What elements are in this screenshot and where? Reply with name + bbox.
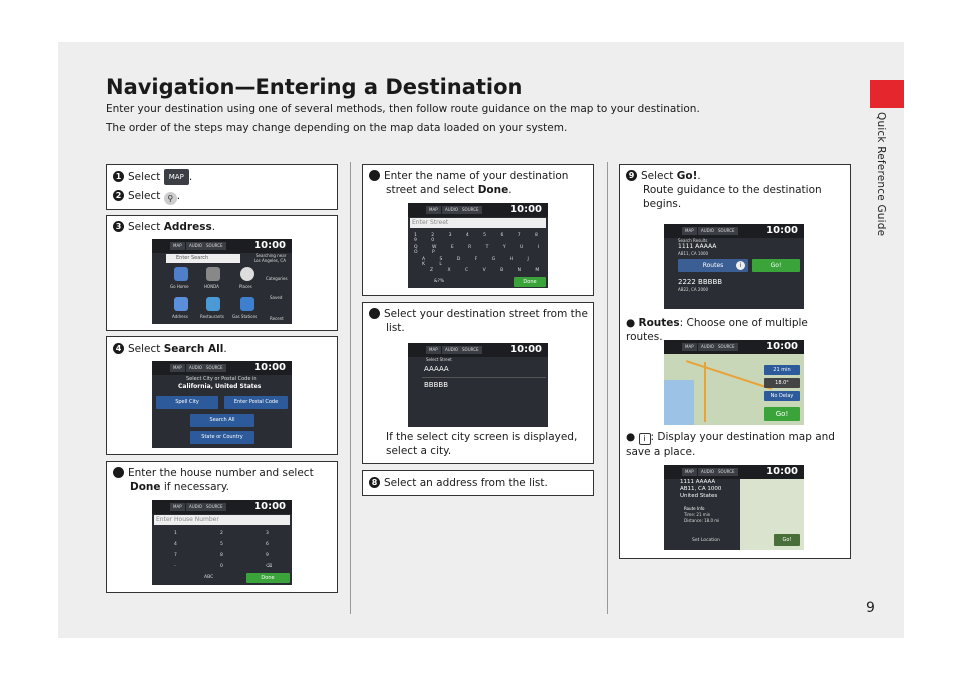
column-divider	[607, 162, 608, 614]
search-icon: ⚲	[163, 192, 177, 205]
go-button[interactable]: Go!	[764, 407, 800, 421]
section-tab	[870, 80, 904, 108]
done-button[interactable]: Done	[246, 573, 290, 583]
step-8-box	[362, 470, 594, 496]
side-label: Quick Reference Guide	[875, 112, 887, 237]
intro-line-1: Enter your destination using one of seve…	[106, 103, 700, 115]
step-7-note: If the select city screen is displayed, …	[386, 431, 578, 457]
bullet-routes: ● Routes: Choose one of multiple routes.	[626, 317, 808, 343]
go-button[interactable]: Go!	[774, 534, 800, 546]
intro-line-2: The order of the steps may change depend…	[106, 122, 568, 134]
step-badge: 1	[113, 171, 124, 182]
step-1-2-box	[106, 164, 338, 210]
page-number: 9	[866, 600, 875, 616]
info-icon[interactable]: i	[736, 261, 745, 270]
step-badge: 2	[113, 190, 124, 201]
spell-city-button[interactable]: Spell City	[156, 396, 218, 409]
info-icon: i	[638, 433, 651, 445]
set-location-button[interactable]: Set Location	[692, 538, 720, 543]
go-button[interactable]: Go!	[752, 259, 800, 272]
state-country-button[interactable]: State or Country	[190, 431, 254, 444]
search-all-button[interactable]: Search All	[190, 414, 254, 427]
done-button[interactable]: Done	[514, 277, 546, 287]
page-title: Navigation—Entering a Destination	[106, 75, 523, 99]
bullet-info: ● i: Display your destination map and sa…	[626, 431, 835, 458]
list-item[interactable]: BBBBB	[424, 381, 449, 389]
map-button: MAP	[163, 169, 189, 185]
routes-button[interactable]: Routes	[678, 259, 748, 272]
list-item[interactable]: AAAAA	[424, 365, 449, 373]
enter-postal-code-button[interactable]: Enter Postal Code	[224, 396, 288, 409]
column-divider	[350, 162, 351, 614]
